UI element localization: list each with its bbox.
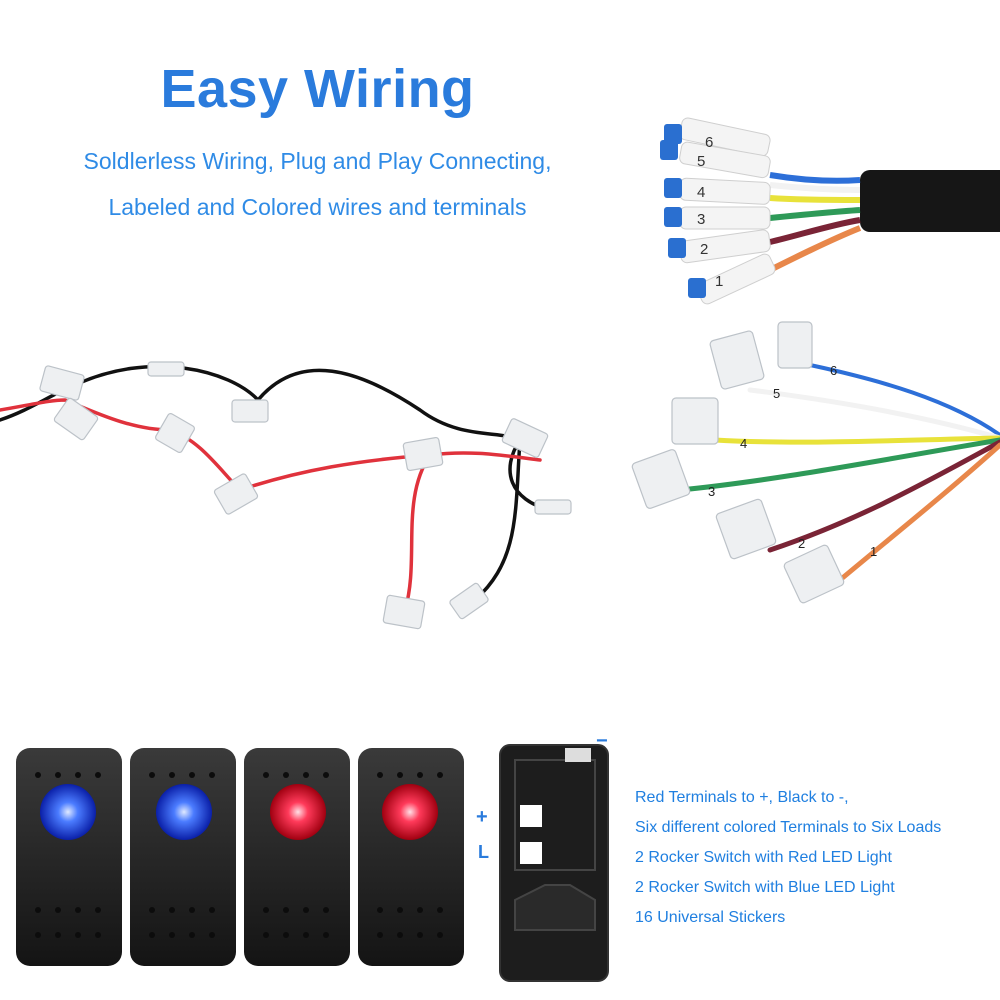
- blue-led-icon: [156, 784, 212, 840]
- cable-sleeve: [860, 170, 1000, 232]
- note-line: 2 Rocker Switch with Blue LED Light: [635, 879, 895, 896]
- connector-number-1: 1: [715, 273, 723, 290]
- plus-label: +: [476, 806, 488, 828]
- note-line: 16 Universal Stickers: [635, 909, 786, 926]
- terminal-number-6: 6: [830, 363, 837, 378]
- power-wires-group: [0, 361, 572, 630]
- connector-number-6: 6: [705, 134, 713, 151]
- connector-number-4: 4: [697, 184, 705, 201]
- rocker-switch-1: [16, 748, 122, 966]
- subtitle-line-2: Labeled and Colored wires and terminals: [108, 194, 527, 220]
- connector-number-5: 5: [697, 153, 705, 170]
- terminal-number-4: 4: [740, 436, 747, 451]
- connector-number-2: 2: [700, 241, 708, 258]
- terminal-number-1: 1: [870, 544, 877, 559]
- terminal-number-2: 2: [798, 536, 805, 551]
- note-line: Red Terminals to +, Black to -,: [635, 789, 849, 806]
- note-line: Six different colored Terminals to Six L…: [635, 819, 942, 836]
- connector-number-3: 3: [697, 211, 705, 228]
- load-label: L: [478, 842, 489, 862]
- blue-led-icon: [40, 784, 96, 840]
- load-wires-group: 6 5 4 3 2 1: [631, 321, 1000, 604]
- feature-notes: Red Terminals to +, Black to -, Six diff…: [635, 785, 995, 935]
- red-led-icon: [382, 784, 438, 840]
- rocker-switch-4: [358, 748, 464, 966]
- red-led-icon: [270, 784, 326, 840]
- harness-cable-group: 6 5 4 3 2 1: [660, 117, 1000, 305]
- terminal-number-3: 3: [708, 484, 715, 499]
- terminal-number-5: 5: [773, 386, 780, 401]
- switch-dots: [35, 772, 443, 938]
- rocker-switch-3: [244, 748, 350, 966]
- minus-label: −: [596, 730, 608, 752]
- note-line: 2 Rocker Switch with Red LED Light: [635, 849, 892, 866]
- subtitle-line-1: Soldlerless Wiring, Plug and Play Connec…: [83, 148, 552, 174]
- switch-back-diagram: [499, 744, 609, 982]
- rocker-switch-2: [130, 748, 236, 966]
- page-title: Easy Wiring: [160, 59, 475, 119]
